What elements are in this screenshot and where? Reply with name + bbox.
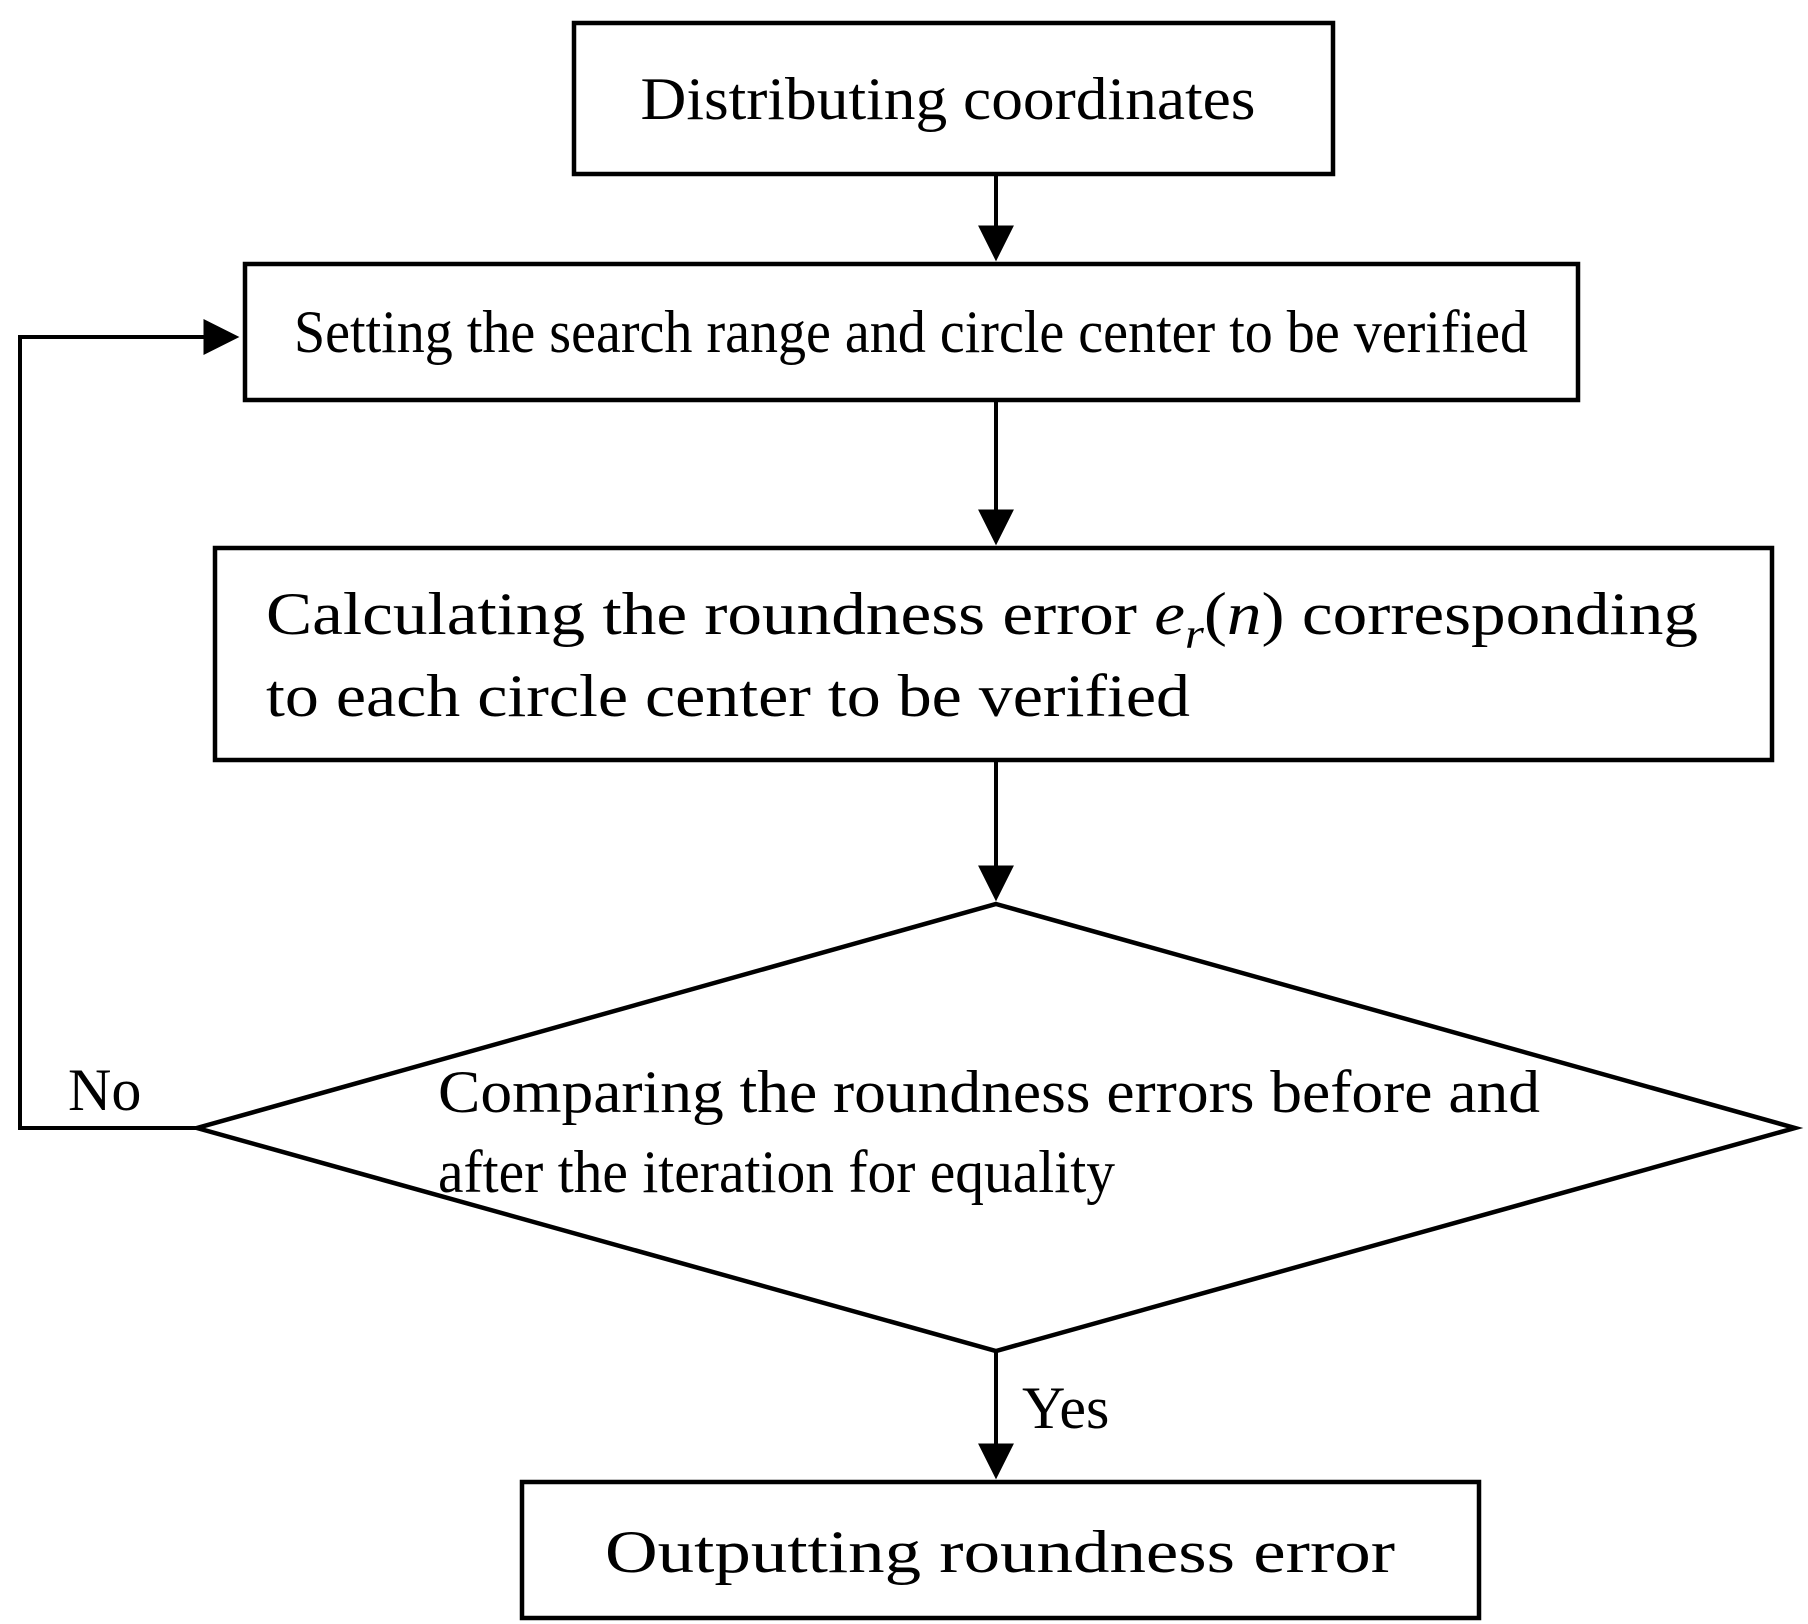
formula-open-paren: (	[1204, 581, 1227, 647]
no-edge-label: No	[68, 1057, 141, 1123]
formula-base: e	[1154, 581, 1185, 647]
calc-error-line1-prefix: Calculating the roundness error	[266, 581, 1154, 647]
connector-decision-to-setting-no	[18, 319, 240, 1130]
calc-error-box	[212, 545, 1775, 763]
set-range-label: Setting the search range and circle cent…	[294, 299, 1528, 365]
calc-error-line1-suffix: corresponding	[1285, 581, 1698, 647]
set-range-box	[242, 261, 1581, 403]
formula-subscript: r	[1185, 612, 1205, 658]
calc-error-line2: to each circle center to be verified	[266, 663, 1190, 729]
yes-edge-label: Yes	[1022, 1375, 1109, 1441]
decision-diamond	[188, 901, 1804, 1354]
output-label: Outputting roundness error	[605, 1519, 1395, 1585]
start-label: Distributing coordinates	[641, 66, 1256, 132]
output-box	[519, 1479, 1482, 1621]
decision-line1: Comparing the roundness errors before an…	[438, 1059, 1540, 1125]
formula-arg: n	[1227, 581, 1262, 647]
start-box	[571, 20, 1336, 177]
formula-close-paren: )	[1262, 581, 1285, 647]
decision-line2: after the iteration for equality	[438, 1139, 1115, 1205]
calc-error-line1: Calculating the roundness error er(n) co…	[266, 581, 1698, 658]
